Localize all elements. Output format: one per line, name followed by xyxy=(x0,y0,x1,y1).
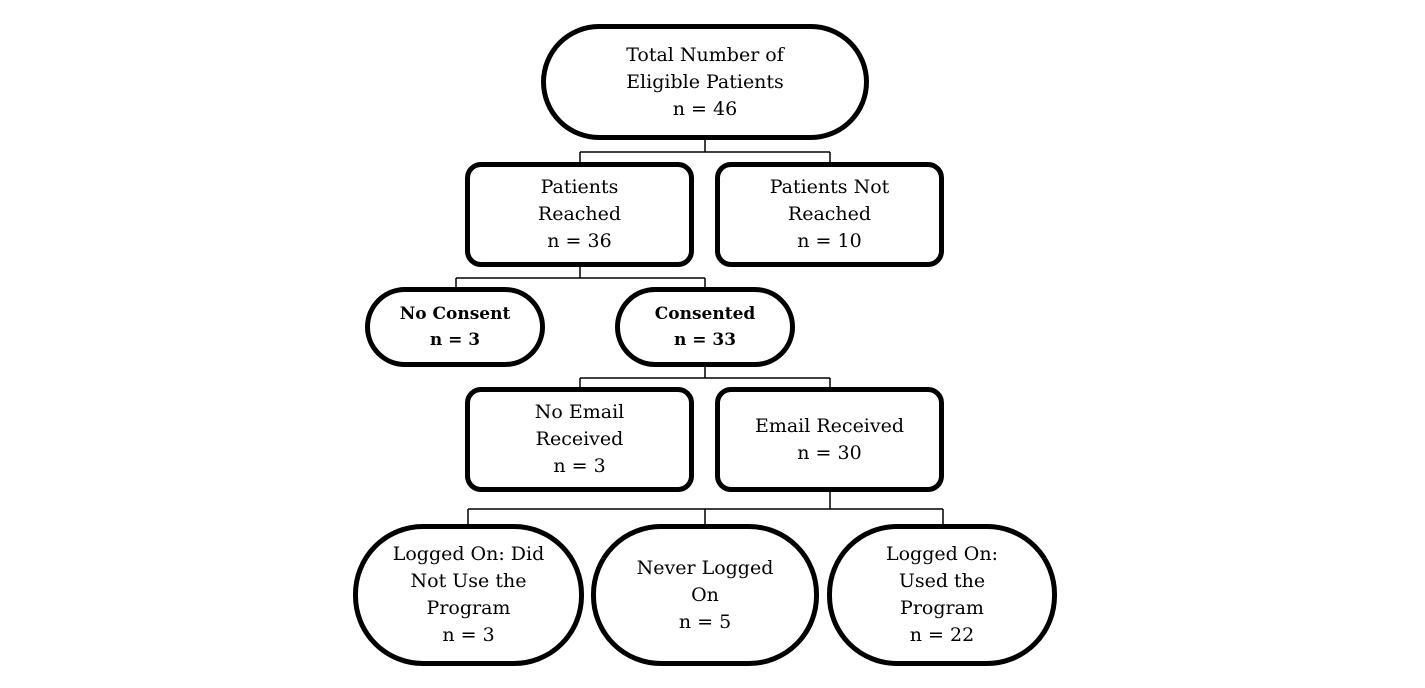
node-email-received: Email Received n = 30 xyxy=(715,387,944,492)
node-logged-on-used: Logged On: Used the Program n = 22 xyxy=(827,524,1057,666)
node-used-count: n = 22 xyxy=(909,624,975,646)
connector-total xyxy=(579,138,831,163)
node-reached-line-1: Patients xyxy=(540,176,619,198)
node-never-logged-line-1: Never Logged xyxy=(636,556,774,579)
node-not-reached-line-2: Reached xyxy=(787,203,872,225)
node-no-email-received: No Email Received n = 3 xyxy=(465,387,694,492)
node-did-not-use-line-3: Program xyxy=(426,597,511,619)
node-never-logged-on: Never Logged On n = 5 xyxy=(591,524,819,666)
node-consented-label: Consented xyxy=(654,304,756,324)
node-used-line-2: Used the xyxy=(898,570,986,592)
node-email-count: n = 30 xyxy=(797,441,862,464)
node-did-not-use-count: n = 3 xyxy=(442,624,495,646)
node-used-line-3: Program xyxy=(900,597,984,619)
node-never-logged-count: n = 5 xyxy=(678,610,732,633)
node-total-line-2: Eligible Patients xyxy=(626,70,784,93)
node-used-line-1: Logged On: xyxy=(885,543,999,565)
node-no-consent-count: n = 3 xyxy=(429,330,481,350)
node-patients-not-reached: Patients Not Reached n = 10 xyxy=(715,162,944,267)
node-total-line-1: Total Number of xyxy=(626,43,784,66)
connector-reached xyxy=(455,265,706,288)
connector-email xyxy=(467,490,944,525)
node-no-email-line-1: No Email xyxy=(534,401,625,423)
node-no-consent-label: No Consent xyxy=(399,304,511,324)
node-not-reached-count: n = 10 xyxy=(797,230,862,252)
node-reached-line-2: Reached xyxy=(537,203,622,225)
node-total-count: n = 46 xyxy=(672,97,738,120)
node-never-logged-line-2: On xyxy=(691,583,719,606)
node-did-not-use-line-1: Logged On: Did xyxy=(392,543,545,565)
node-did-not-use-line-2: Not Use the xyxy=(410,570,527,592)
node-no-email-count: n = 3 xyxy=(553,455,606,477)
node-logged-on-did-not-use: Logged On: Did Not Use the Program n = 3 xyxy=(353,524,584,666)
node-reached-count: n = 36 xyxy=(547,230,612,252)
node-consented-count: n = 33 xyxy=(673,330,737,350)
node-patients-reached: Patients Reached n = 36 xyxy=(465,162,694,267)
node-total-eligible: Total Number of Eligible Patients n = 46 xyxy=(541,24,869,140)
node-not-reached-line-1: Patients Not xyxy=(769,176,890,198)
node-no-email-line-2: Received xyxy=(535,428,624,450)
node-consented: Consented n = 33 xyxy=(615,287,795,367)
node-email-label: Email Received xyxy=(754,414,905,437)
node-no-consent: No Consent n = 3 xyxy=(365,287,545,367)
connector-consented xyxy=(579,365,831,388)
